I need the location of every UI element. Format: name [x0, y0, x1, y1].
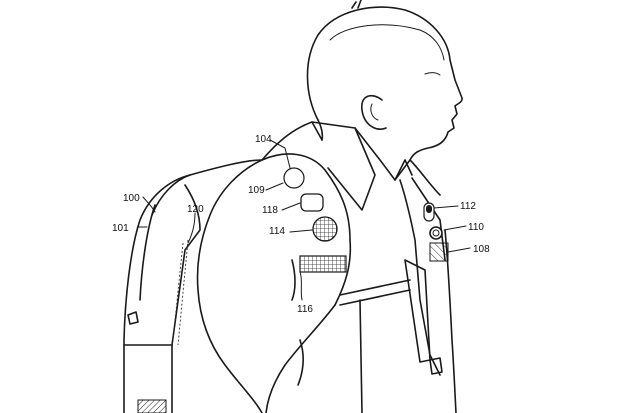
label-104: 104	[255, 134, 272, 145]
backpack-body	[123, 159, 263, 413]
shoulder-devices	[283, 167, 338, 242]
label-109: 109	[248, 185, 265, 196]
torso-outline	[261, 121, 457, 413]
head-outline	[306, 0, 463, 161]
label-108: 108	[473, 244, 490, 255]
front-strap	[399, 177, 449, 376]
arm-strap	[196, 153, 411, 413]
sensor-patch-108	[429, 242, 449, 262]
leader-lines	[137, 139, 471, 301]
label-118: 118	[262, 205, 278, 216]
sensor-109	[283, 167, 305, 189]
label-101: 101	[112, 223, 129, 234]
speaker-114	[312, 216, 338, 242]
label-112: 112	[460, 201, 476, 212]
device-118	[300, 193, 324, 212]
label-110: 110	[468, 222, 484, 233]
reference-labels: 104 109 118 114 116 112 110 108 100 101 …	[112, 134, 490, 315]
label-120: 120	[187, 204, 204, 215]
label-114: 114	[269, 226, 285, 237]
textile-band-116	[299, 255, 347, 273]
label-116: 116	[297, 304, 313, 315]
label-100: 100	[123, 193, 140, 204]
